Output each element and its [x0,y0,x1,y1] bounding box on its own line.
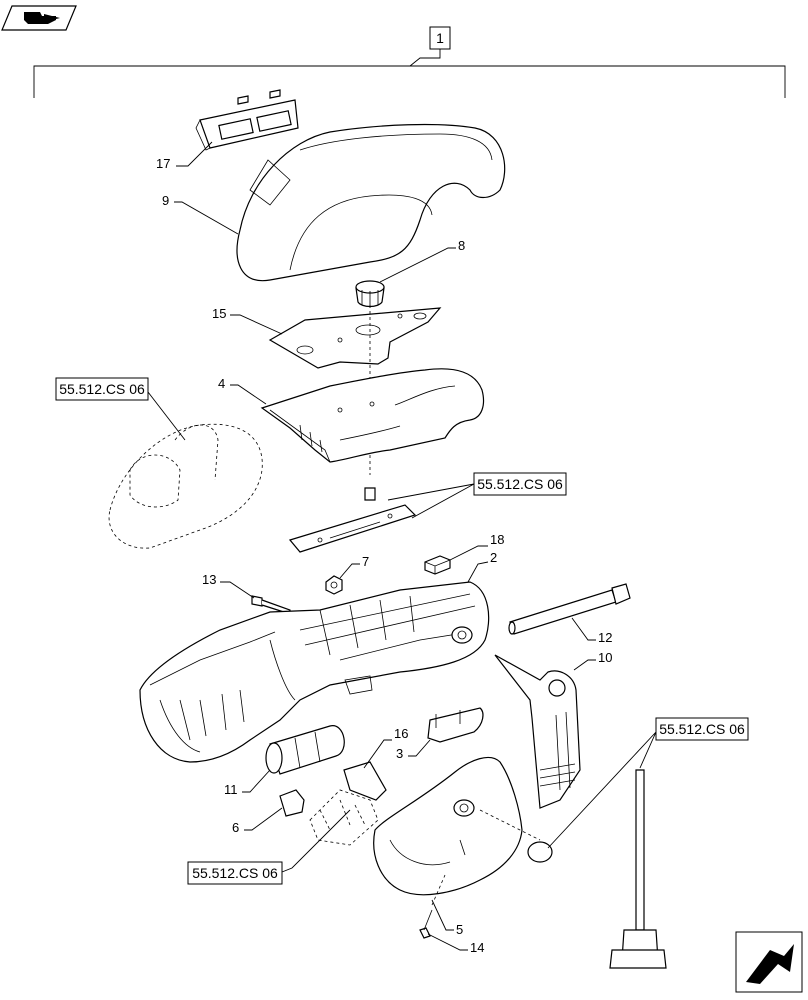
callout-14: 14 [427,933,484,955]
callout-5: 5 [431,899,463,937]
ref-box-left-knob[interactable]: 55.512.CS 06 [55,377,149,401]
circuit-board [288,487,417,553]
page-back-icon[interactable] [1,5,77,31]
svg-text:18: 18 [490,532,504,547]
part-13-bolt [251,595,291,615]
part-9-armrest-cover [236,123,506,282]
ref-box-pcb[interactable]: 55.512.CS 06 [473,472,567,496]
part-4-upper-housing [260,368,485,463]
part-7-nut [325,575,343,595]
callout-10: 10 [573,650,612,671]
callout-8: 8 [379,238,465,283]
leader-ref-pcb [387,483,475,519]
callout-6: 6 [232,807,283,835]
ref-left-knob-text: 55.512.CS 06 [59,381,145,397]
part-18-block [424,555,451,575]
part-15-plate [268,307,442,369]
svg-text:14: 14 [470,940,484,955]
callout-9: 9 [162,193,239,235]
callout-18: 18 [449,532,504,561]
svg-text:2: 2 [490,550,497,565]
svg-text:10: 10 [598,650,612,665]
part-17-switch-bracket [195,89,299,151]
part-12-pin [508,583,631,635]
callout-16: 16 [363,726,408,769]
next-page-arrow-icon[interactable] [735,931,803,993]
part-11-grip-roller [265,725,345,775]
svg-text:6: 6 [232,820,239,835]
svg-text:3: 3 [396,746,403,761]
callout-7: 7 [339,554,369,579]
part-3-cap [427,707,484,743]
svg-text:4: 4 [218,376,225,391]
svg-text:12: 12 [598,630,612,645]
leader-ref-left [147,391,186,441]
callout-15: 15 [212,306,283,335]
part-6-clip [279,789,305,817]
ref-pcb-text: 55.512.CS 06 [477,476,563,492]
part-8-knob [355,280,385,308]
axis-line-handle [479,809,541,841]
assembly-label: 1 [436,30,444,46]
ref-box-bottom-left[interactable]: 55.512.CS 06 [187,861,283,885]
tall-rod-assembly [609,769,667,969]
svg-text:5: 5 [456,922,463,937]
callout-12: 12 [571,617,612,645]
callout-13: 13 [202,572,255,599]
ref-box-right-rod[interactable]: 55.512.CS 06 [655,717,749,741]
callout-4: 4 [218,376,267,405]
part-5-lower-handle [373,757,523,896]
svg-text:13: 13 [202,572,216,587]
part-2-main-housing [139,581,490,763]
svg-text:17: 17 [156,156,170,171]
leader-ref-bottom [281,809,351,873]
leader-ref-right [547,731,657,849]
callout-11: 11 [224,769,271,797]
callout-3: 3 [396,739,431,761]
part-knob-nub [527,841,553,863]
svg-text:9: 9 [162,193,169,208]
part-16-plate [343,761,387,801]
part-14-screw [419,909,433,939]
svg-text:16: 16 [394,726,408,741]
assembly-bracket [33,48,786,98]
callout-17: 17 [156,141,213,171]
svg-text:7: 7 [362,554,369,569]
svg-text:11: 11 [224,782,238,797]
ref-bottom-left-text: 55.512.CS 06 [192,865,278,881]
svg-text:15: 15 [212,306,226,321]
assembly-label-box: 1 [429,26,451,50]
svg-text:8: 8 [458,238,465,253]
switch-assembly [309,789,379,846]
callout-2: 2 [467,550,497,583]
part-10-bracket [494,654,581,809]
ghost-knob-assembly [108,423,263,549]
ref-right-rod-text: 55.512.CS 06 [659,721,745,737]
